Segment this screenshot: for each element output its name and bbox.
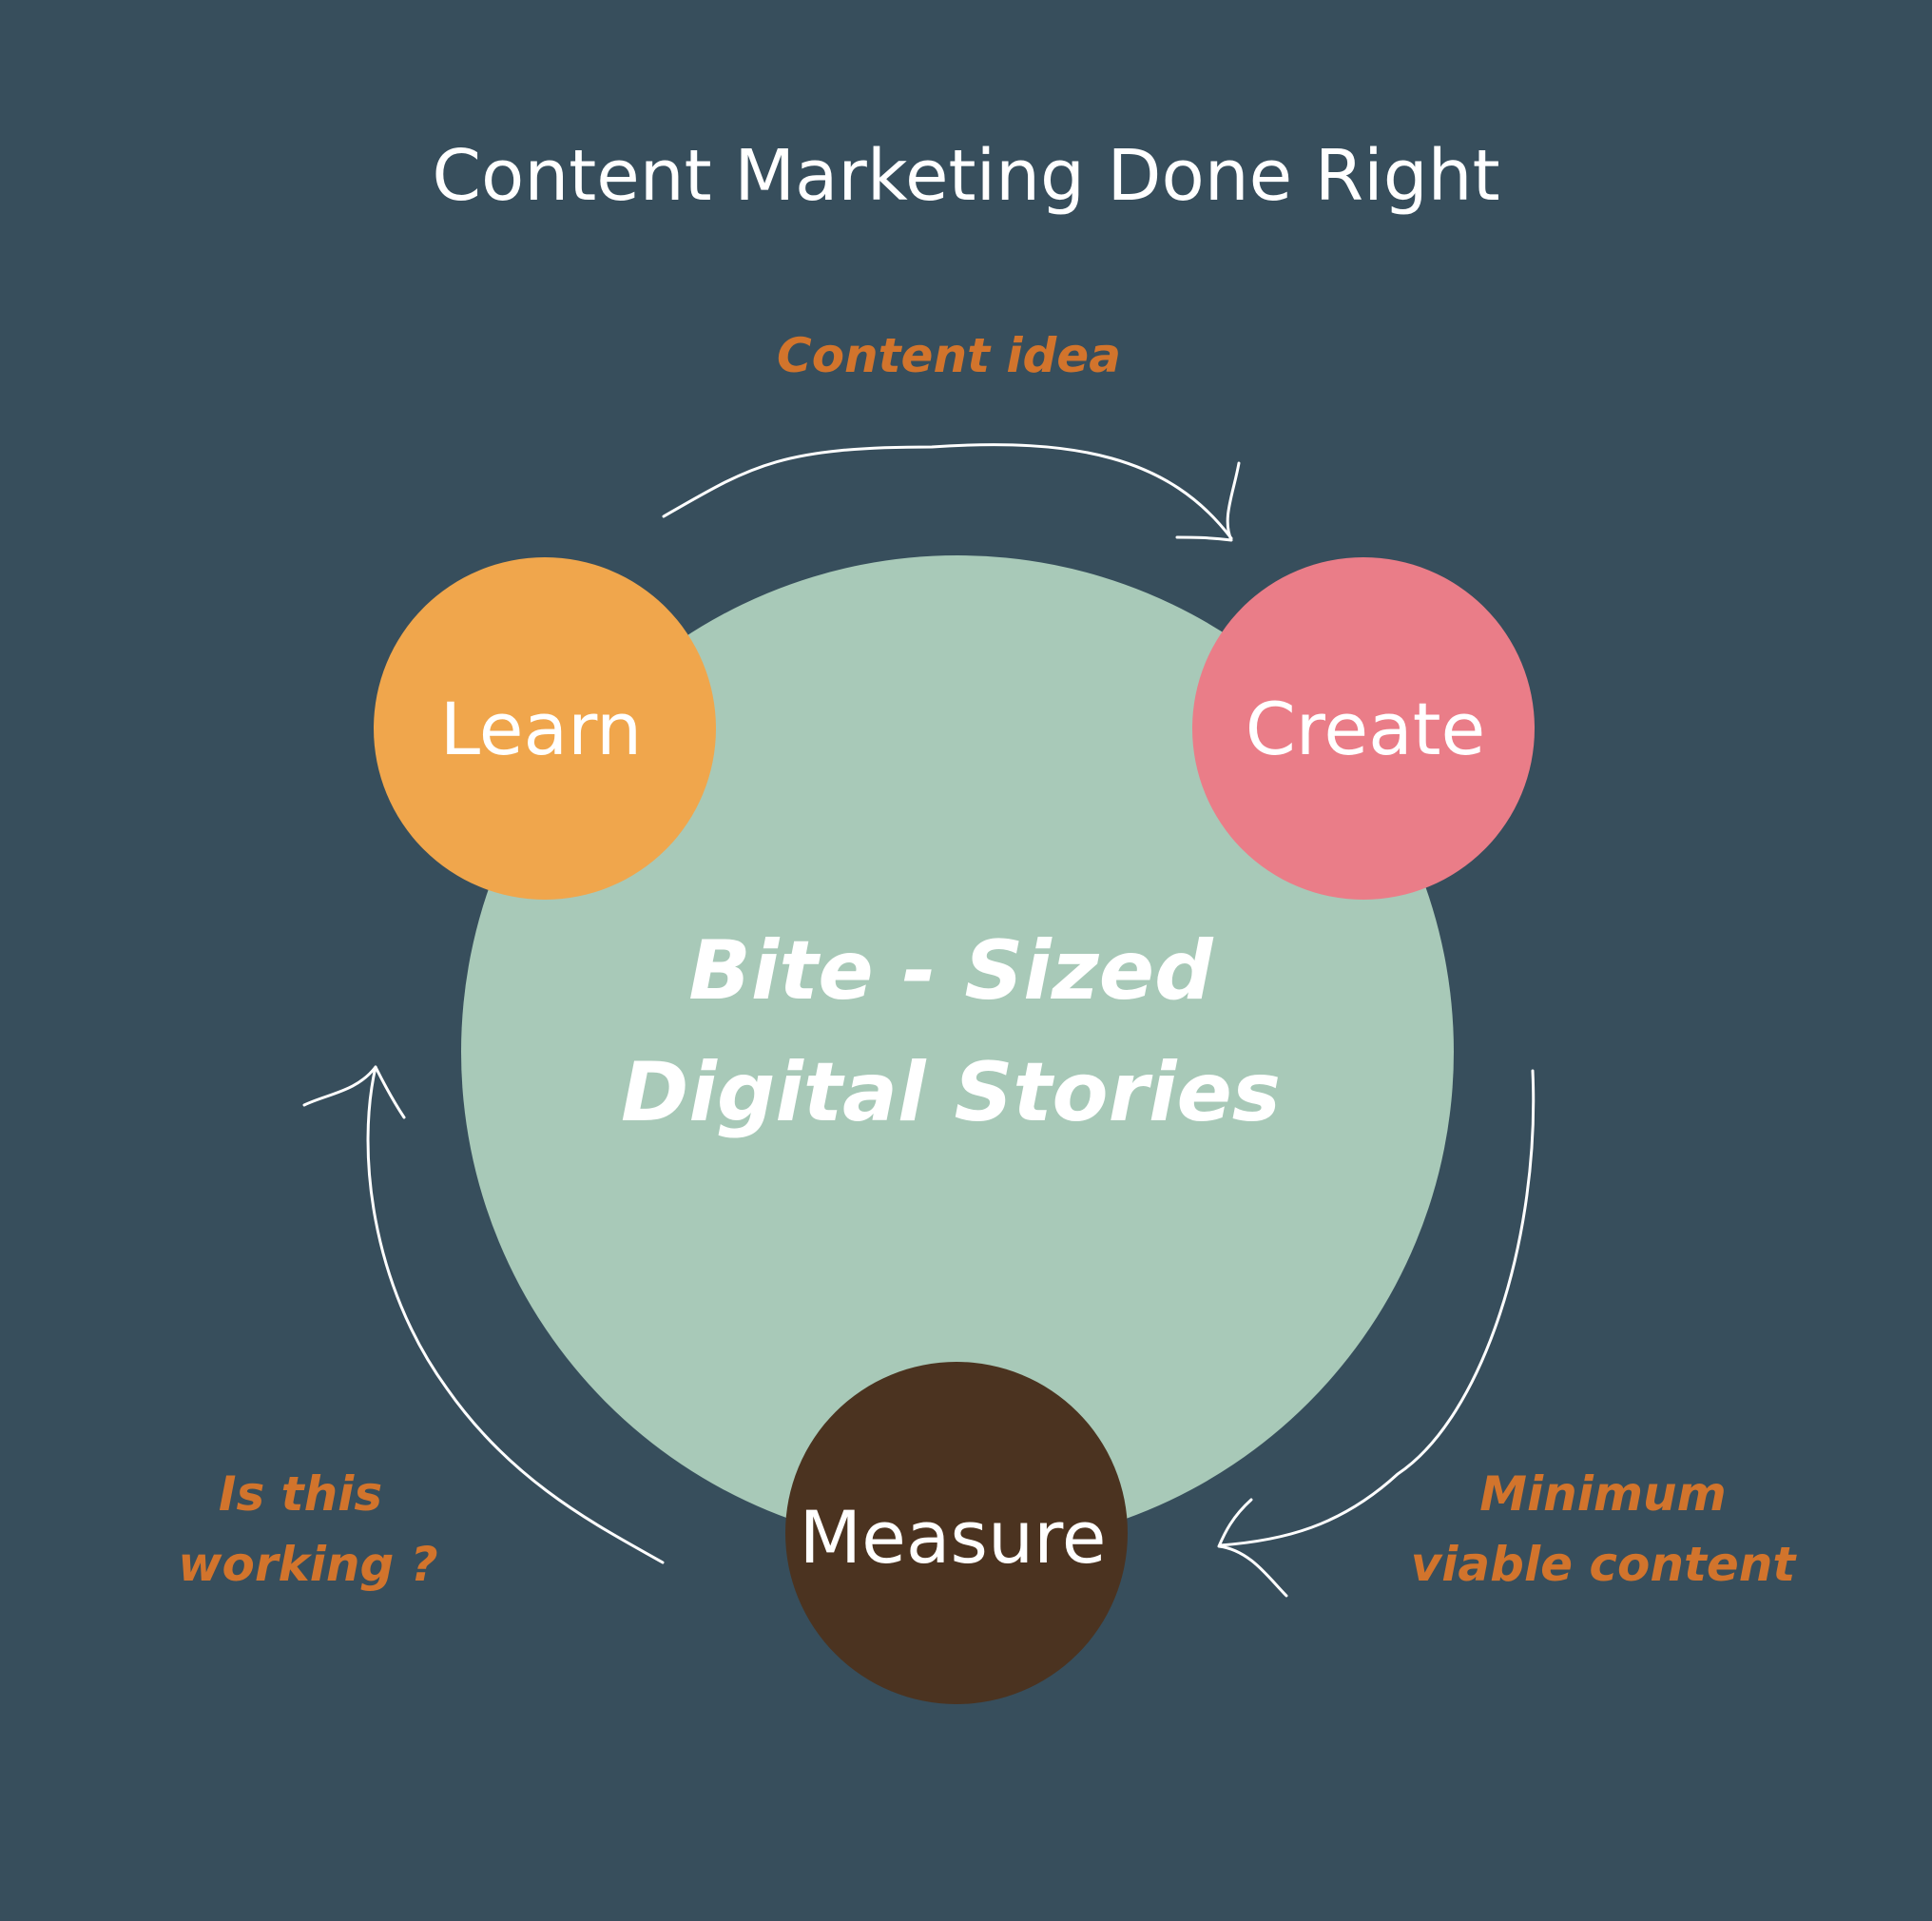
core-label-line-2: Digital Stories xyxy=(621,1045,1281,1140)
create-label: Create xyxy=(1246,687,1486,771)
measure-node xyxy=(785,1362,1128,1704)
edge-label-working-line-1: Is this xyxy=(219,1466,382,1522)
learn-node xyxy=(374,557,716,900)
edge-label-working-line-2: working ? xyxy=(178,1537,437,1592)
diagram-title: Content Marketing Done Right xyxy=(432,135,1499,217)
arrow-measure-to-learn xyxy=(302,1065,665,1564)
edge-label-minimum-line-1: Minimum xyxy=(1479,1466,1726,1522)
create-node xyxy=(1192,557,1535,900)
edge-label-content-idea: Content idea xyxy=(777,328,1121,383)
learn-label: Learn xyxy=(440,687,642,771)
edge-label-minimum-line-2: viable content xyxy=(1411,1537,1798,1592)
core-circle xyxy=(461,555,1454,1548)
arrow-learn-to-create xyxy=(662,443,1241,542)
measure-label: Measure xyxy=(800,1495,1107,1580)
arrow-create-to-measure xyxy=(1217,1069,1536,1598)
core-label-line-1: Bite - Sized xyxy=(688,923,1214,1019)
